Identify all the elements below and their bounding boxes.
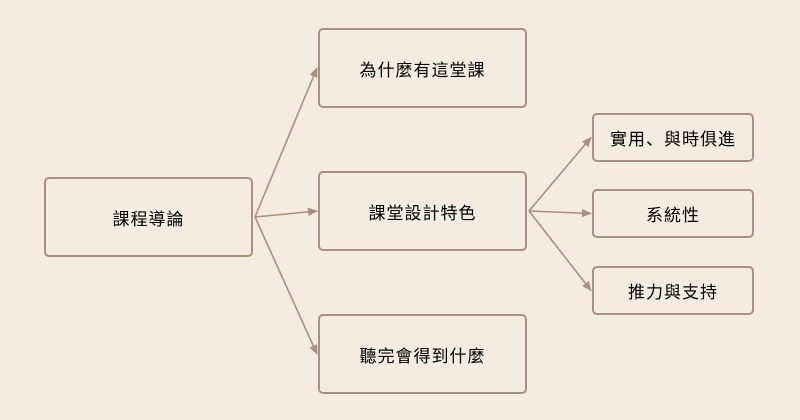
branch-node-what-you-gain: 聽完會得到什麼 <box>318 314 527 394</box>
leaf-node-systematic: 系統性 <box>592 189 754 238</box>
leaf-node-push-and-support: 推力與支持 <box>592 266 754 315</box>
branch-node-why-this-course: 為什麼有這堂課 <box>318 28 527 108</box>
connector-arrow-features-to-feature_2 <box>528 208 592 218</box>
connector-arrow-root-to-features <box>254 207 318 218</box>
connector-arrow-root-to-gain <box>254 216 318 355</box>
leaf-node-practical-up-to-date: 實用、與時俱進 <box>592 113 754 162</box>
root-node-course-intro: 課程導論 <box>44 177 253 257</box>
connector-arrow-root-to-why <box>254 67 318 218</box>
connector-arrow-features-to-feature_1 <box>528 136 592 212</box>
connector-arrow-features-to-feature_3 <box>528 210 592 292</box>
branch-node-course-design-features: 課堂設計特色 <box>318 171 527 251</box>
